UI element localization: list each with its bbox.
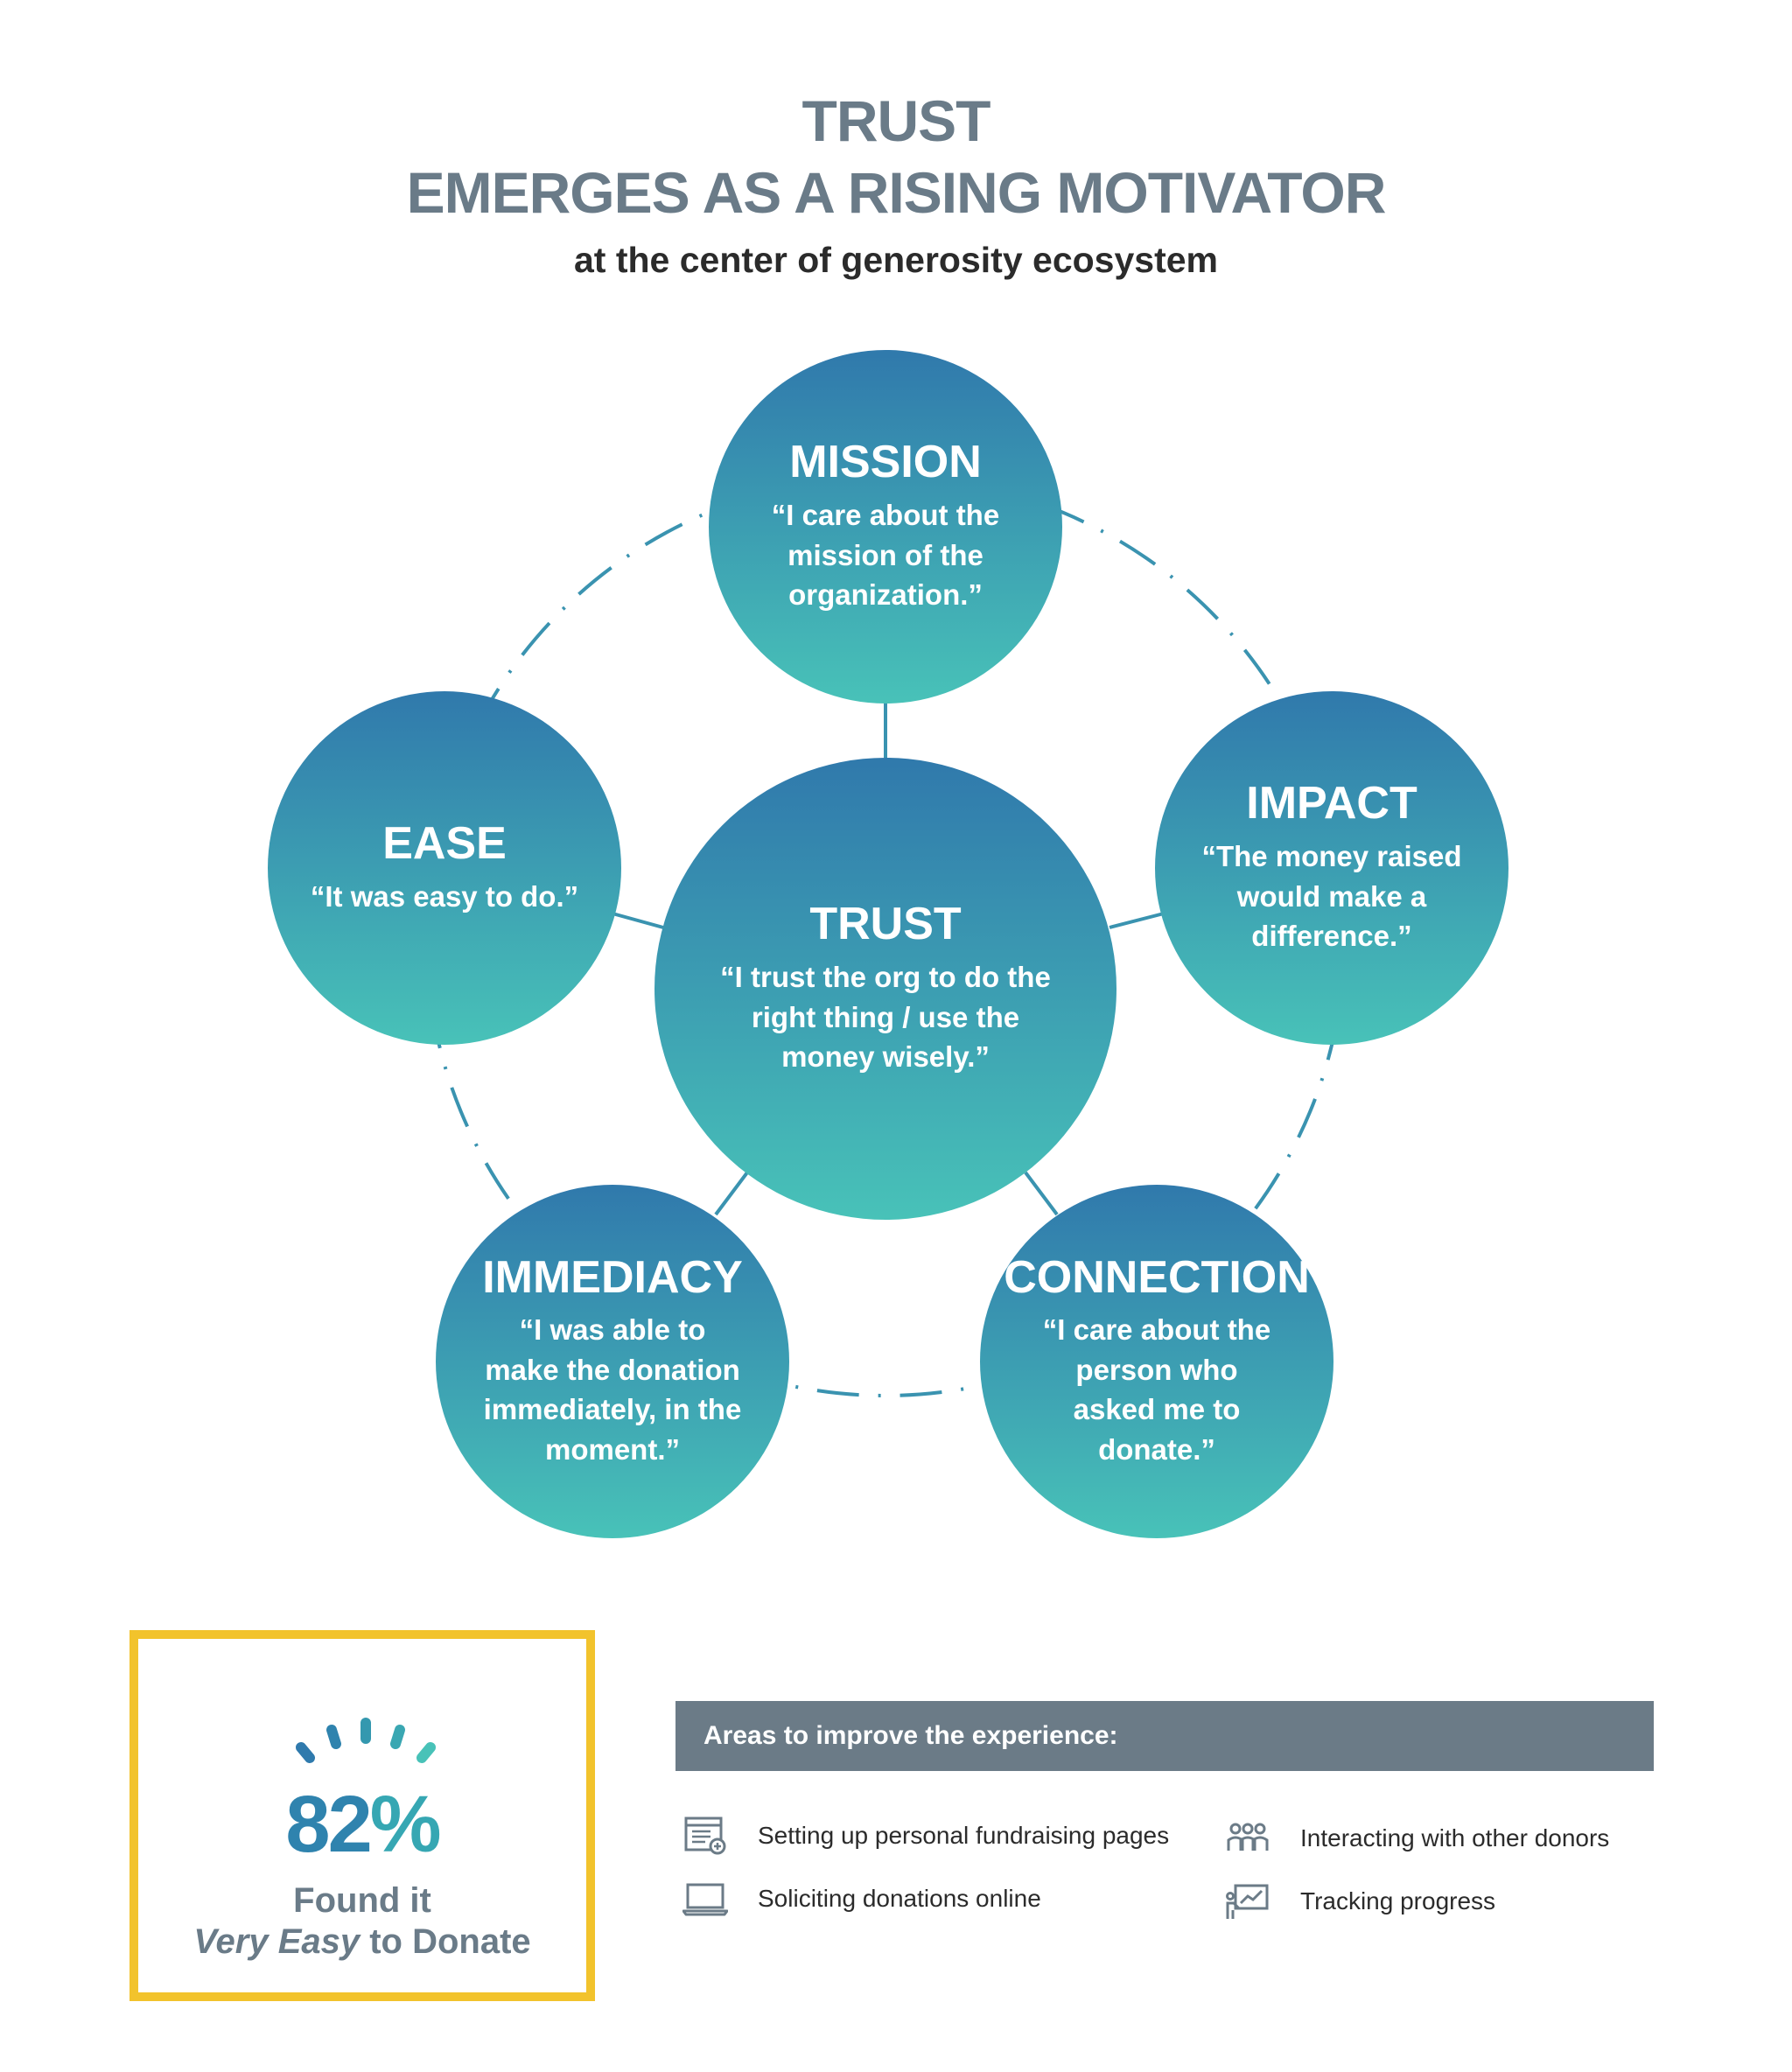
page-subtitle: at the center of generosity ecosystem: [574, 240, 1218, 280]
trust-title: TRUST: [809, 899, 962, 950]
laptop-icon: [682, 1880, 728, 1918]
immediacy-quote: “I was able to make the donation immedia…: [483, 1313, 742, 1466]
improvement-item: Interacting with other donors: [1225, 1819, 1609, 1858]
spoke-impact: [1109, 912, 1165, 929]
trust-quote: “I trust the org to do the right thing /…: [720, 961, 1051, 1074]
stat-number: 82: [285, 1780, 372, 1869]
mission-title: MISSION: [789, 437, 982, 488]
mission-quote: “I care about the mission of the organiz…: [771, 499, 1000, 612]
stat-caption-emphasis: Very Easy: [193, 1922, 360, 1961]
stat-percent-sign: %: [369, 1780, 442, 1869]
spoke-ease: [612, 912, 664, 929]
impact-title: IMPACT: [1246, 778, 1418, 830]
improvement-label: Soliciting donations online: [758, 1885, 1041, 1912]
immediacy-title: IMMEDIACY: [482, 1251, 743, 1303]
connection-quote: “I care about the person who asked me to…: [1042, 1313, 1271, 1466]
improvement-item: Setting up personal fundraising pages: [682, 1816, 1169, 1855]
spoke-connection: [1024, 1171, 1059, 1216]
stat-caption-rest: to Donate: [360, 1922, 531, 1961]
mission-circle: MISSION “I care about the mission of the…: [709, 350, 1062, 704]
improvements-header: Areas to improve the experience:: [676, 1701, 1654, 1771]
improvement-label: Interacting with other donors: [1300, 1824, 1610, 1852]
page-title-line1: TRUST: [802, 88, 991, 153]
webpage-add-icon: [682, 1816, 728, 1855]
improvement-item: Tracking progress: [1225, 1882, 1495, 1921]
chart-presentation-icon: [1225, 1882, 1270, 1921]
improvement-label: Setting up personal fundraising pages: [758, 1822, 1170, 1849]
improvement-label: Tracking progress: [1300, 1887, 1496, 1914]
impact-quote: “The money raised would make a differenc…: [1201, 840, 1462, 953]
ease-circle: EASE “It was easy to do.”: [268, 691, 621, 1045]
connection-title: CONNECTION: [1004, 1251, 1310, 1303]
stat-caption-line1: Found it: [293, 1881, 431, 1920]
trust-circle: TRUST “I trust the org to do the right t…: [654, 758, 1116, 1220]
sparkle-burst-icon: [296, 1718, 436, 1763]
ease-title: EASE: [382, 817, 507, 869]
immediacy-circle: IMMEDIACY “I was able to make the donati…: [436, 1185, 789, 1538]
stat-box: 82% Found it Very Easy to Donate: [130, 1630, 595, 2001]
connection-circle: CONNECTION “I care about the person who …: [980, 1185, 1334, 1538]
impact-circle: IMPACT “The money raised would make a di…: [1155, 691, 1508, 1045]
spoke-immediacy: [714, 1171, 749, 1216]
stat-value: 82%: [138, 1779, 586, 1871]
stat-caption-line2: Very Easy to Donate: [138, 1922, 586, 1962]
page-title-line2: EMERGES AS A RISING MOTIVATOR: [406, 160, 1387, 225]
ease-quote: “It was easy to do.”: [310, 879, 579, 913]
improvement-item: Soliciting donations online: [682, 1880, 1041, 1918]
people-group-icon: [1225, 1819, 1270, 1858]
